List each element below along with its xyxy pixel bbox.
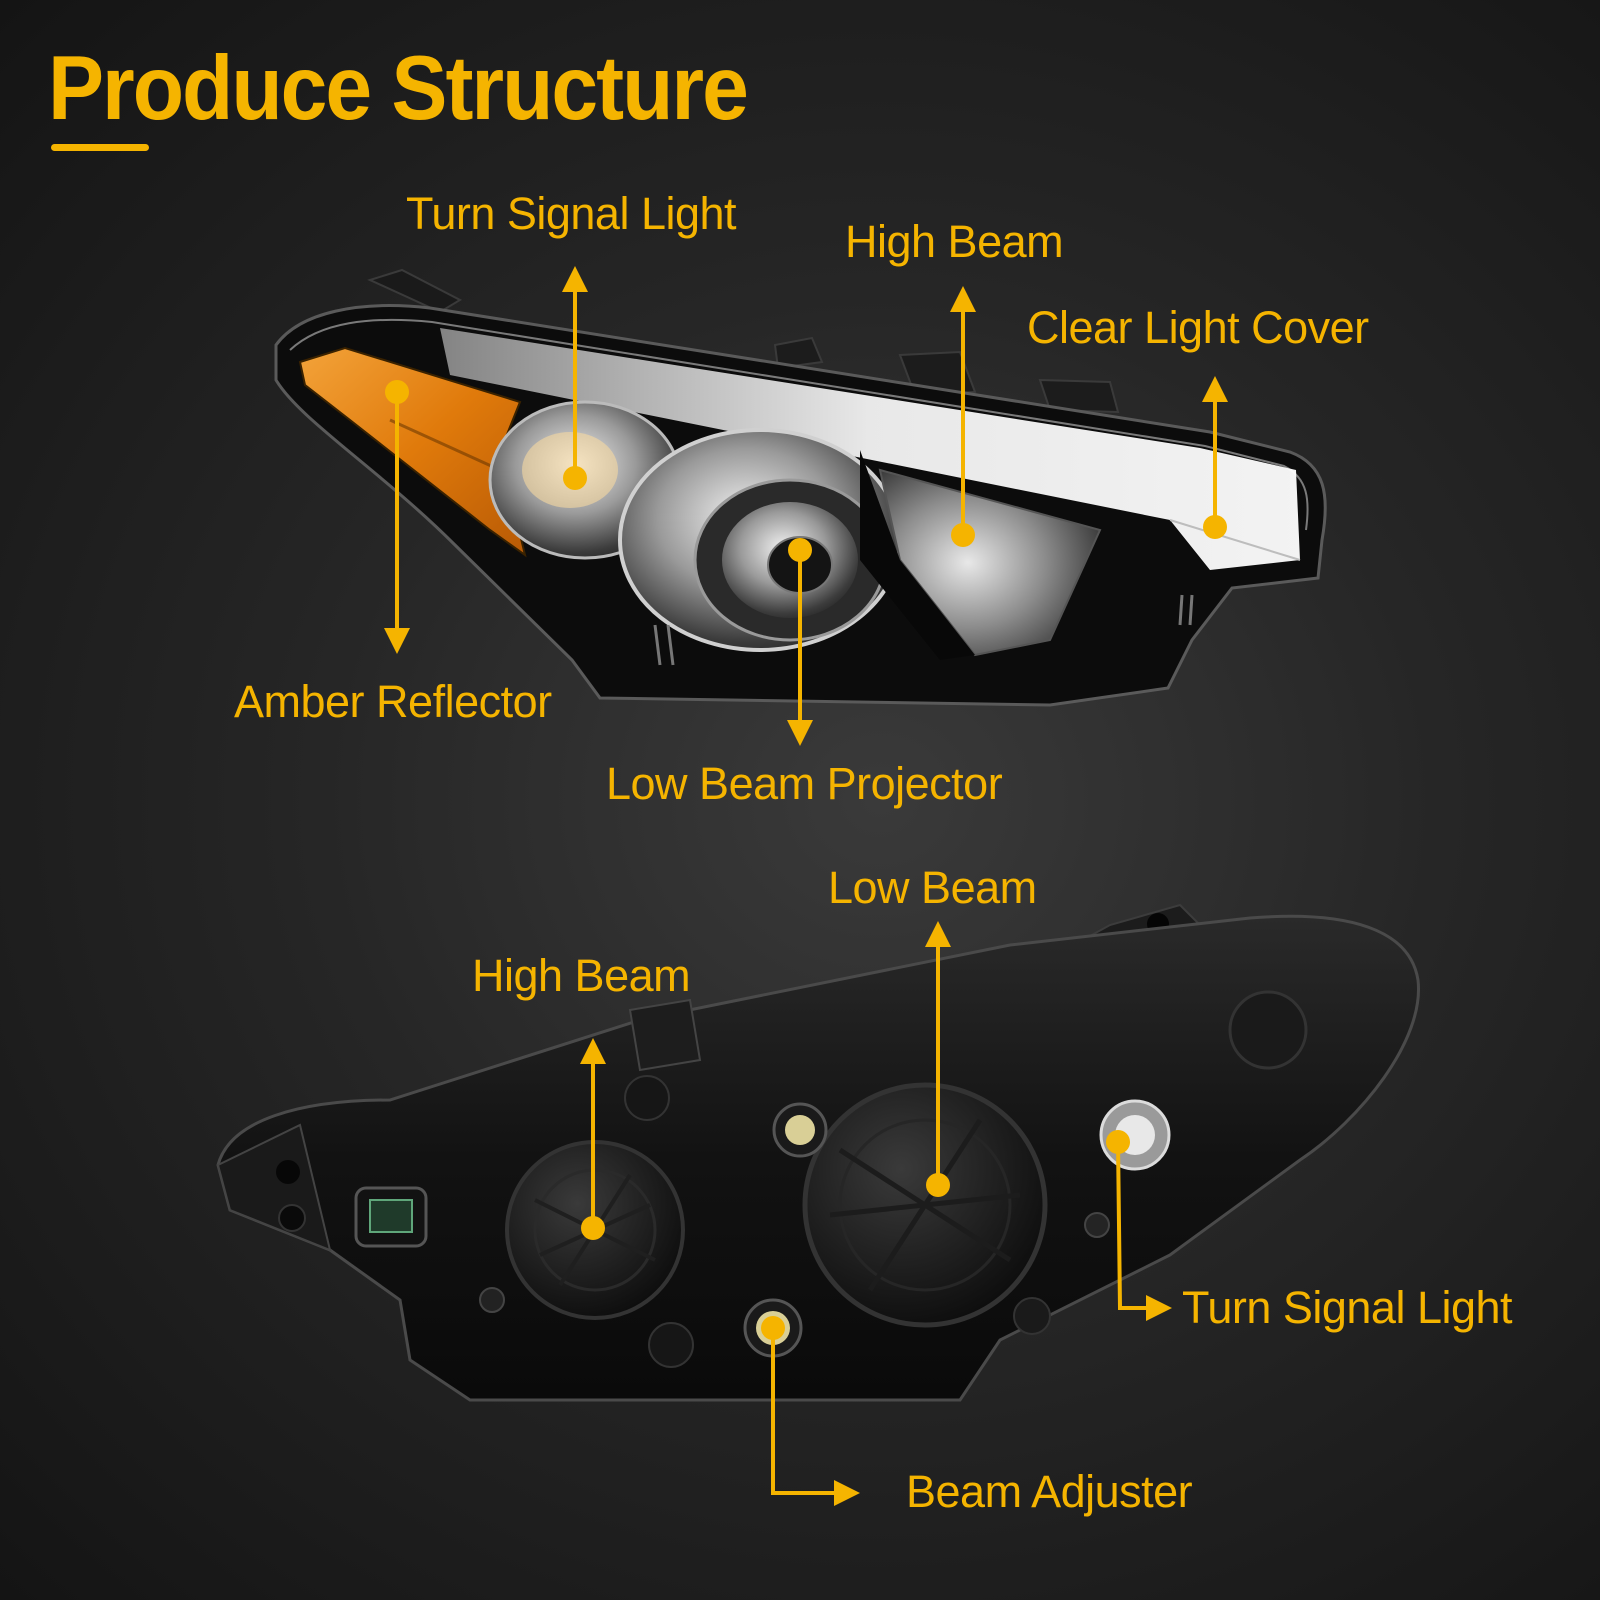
callout-leaders — [384, 266, 1228, 1506]
label-back-beam-adjuster: Beam Adjuster — [906, 1466, 1193, 1517]
label-front-high-beam: High Beam — [845, 216, 1064, 267]
title-underline — [51, 144, 149, 151]
label-back-high-beam: High Beam — [472, 950, 691, 1001]
label-front-low-beam-projector: Low Beam Projector — [606, 758, 1003, 809]
label-front-turn-signal-light: Turn Signal Light — [406, 188, 737, 239]
label-front-amber-reflector: Amber Reflector — [234, 676, 552, 727]
page-title: Produce Structure — [48, 37, 749, 139]
label-back-turn-signal-light: Turn Signal Light — [1182, 1282, 1513, 1333]
label-front-clear-light-cover: Clear Light Cover — [1027, 302, 1369, 353]
label-back-low-beam: Low Beam — [828, 862, 1037, 913]
